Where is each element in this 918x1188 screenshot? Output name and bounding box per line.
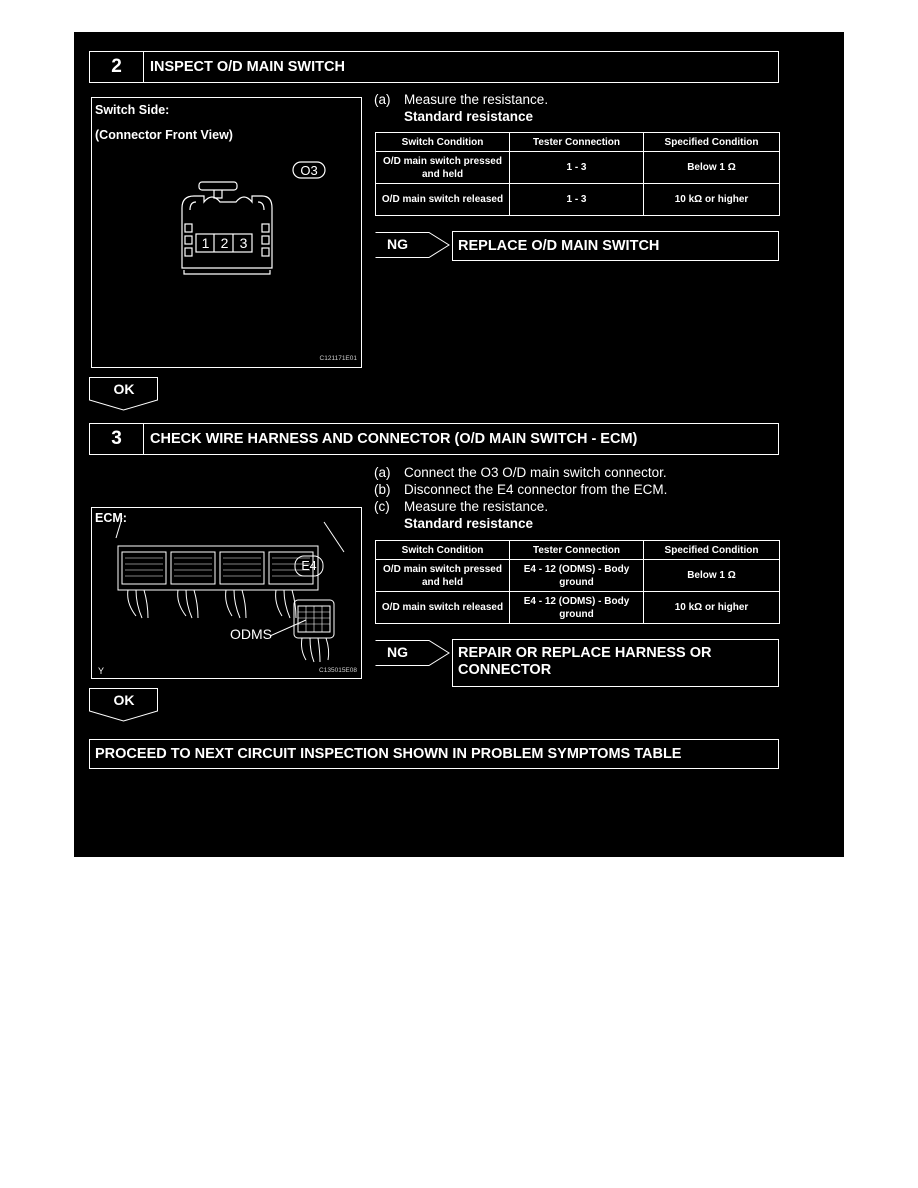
ok-arrow-step-3: OK — [89, 688, 159, 722]
pin-1: 1 — [201, 235, 210, 251]
ecm-connector-diagram: ECM: — [91, 507, 362, 679]
connector-front-view-label: (Connector Front View) — [95, 128, 233, 142]
table-header: Switch Condition — [375, 132, 510, 152]
table-cell: O/D main switch released — [375, 591, 510, 624]
ok-arrow-step-2: OK — [89, 377, 159, 411]
step-3-resistance-table: Switch Condition Tester Connection Speci… — [375, 540, 780, 624]
instruction-a-label: (a) — [374, 92, 391, 107]
table-header: Tester Connection — [509, 540, 644, 560]
o3-connector-id: O3 — [300, 163, 318, 178]
step-2-instruction: (a) Measure the resistance. Standard resi… — [374, 91, 548, 125]
step-3-title: CHECK WIRE HARNESS AND CONNECTOR (O/D MA… — [150, 431, 638, 447]
table-row: O/D main switch released 1 - 3 10 kΩ or … — [375, 183, 780, 216]
switch-side-label: Switch Side: — [95, 103, 170, 117]
odms-label: ODMS — [230, 626, 272, 642]
switch-connector-diagram: Switch Side: (Connector Front View) — [91, 97, 362, 368]
table-header: Specified Condition — [643, 132, 780, 152]
table-cell: O/D main switch pressed and held — [375, 559, 510, 592]
standard-resistance-heading: Standard resistance — [404, 516, 534, 531]
diagram-code: C135015E08 — [319, 667, 357, 674]
instruction-b-text: Disconnect the E4 connector from the ECM… — [404, 482, 668, 497]
replace-switch-box: REPLACE O/D MAIN SWITCH — [452, 231, 779, 261]
pin-3: 3 — [239, 235, 248, 251]
table-cell: O/D main switch pressed and held — [375, 151, 510, 184]
instruction-a-text: Connect the O3 O/D main switch connector… — [404, 465, 667, 480]
ok-arrow-icon — [89, 377, 158, 411]
step-2-title: INSPECT O/D MAIN SWITCH — [150, 59, 345, 75]
step-3-instructions: (a) Connect the O3 O/D main switch connec… — [374, 464, 667, 532]
table-cell: E4 - 12 (ODMS) - Body ground — [509, 559, 644, 592]
ng-arrow-icon — [375, 640, 450, 666]
step-3-number: 3 — [90, 424, 144, 454]
table-header: Specified Condition — [643, 540, 780, 560]
ok-label: OK — [113, 381, 135, 397]
table-cell: 1 - 3 — [509, 183, 644, 216]
ecm-label: ECM: — [95, 511, 127, 525]
step-2-number: 2 — [90, 52, 144, 82]
table-header-row: Switch Condition Tester Connection Speci… — [375, 132, 780, 152]
table-cell: O/D main switch released — [375, 183, 510, 216]
table-cell: Below 1 Ω — [643, 559, 780, 592]
step-3-header: 3 CHECK WIRE HARNESS AND CONNECTOR (O/D … — [89, 423, 779, 455]
table-cell: 1 - 3 — [509, 151, 644, 184]
ng-arrow-icon — [375, 232, 450, 258]
table-cell: E4 - 12 (ODMS) - Body ground — [509, 591, 644, 624]
instruction-c-text: Measure the resistance. — [404, 499, 549, 514]
step-2-resistance-table: Switch Condition Tester Connection Speci… — [375, 132, 780, 216]
table-header-row: Switch Condition Tester Connection Speci… — [375, 540, 780, 560]
ng-indicator: NG — [375, 232, 453, 258]
step-2-header: 2 INSPECT O/D MAIN SWITCH — [89, 51, 779, 83]
instruction-a-label: (a) — [374, 465, 391, 480]
table-row: O/D main switch pressed and held E4 - 12… — [375, 559, 780, 592]
table-cell: 10 kΩ or higher — [643, 591, 780, 624]
repair-harness-box: REPAIR OR REPLACE HARNESS OR CONNECTOR — [452, 639, 779, 687]
standard-resistance-heading: Standard resistance — [404, 109, 534, 124]
table-cell: 10 kΩ or higher — [643, 183, 780, 216]
diagram-code: C121171E01 — [319, 355, 357, 362]
pin-2: 2 — [220, 235, 229, 251]
ng-indicator: NG — [375, 640, 453, 666]
table-header: Tester Connection — [509, 132, 644, 152]
procedure-panel: 2 INSPECT O/D MAIN SWITCH Switch Side: (… — [74, 32, 844, 857]
ecm-drawing — [115, 517, 345, 663]
instruction-c-label: (c) — [374, 499, 390, 514]
ok-label: OK — [113, 692, 135, 708]
o3-connector-drawing — [181, 161, 326, 275]
table-cell: Below 1 Ω — [643, 151, 780, 184]
ng-label: NG — [387, 644, 408, 660]
table-row: O/D main switch pressed and held 1 - 3 B… — [375, 151, 780, 184]
e4-connector-id: E4 — [301, 559, 317, 573]
proceed-next-inspection-box: PROCEED TO NEXT CIRCUIT INSPECTION SHOWN… — [89, 739, 779, 769]
table-row: O/D main switch released E4 - 12 (ODMS) … — [375, 591, 780, 624]
instruction-a-text: Measure the resistance. — [404, 92, 549, 107]
ok-arrow-icon — [89, 688, 158, 722]
ng-label: NG — [387, 236, 408, 252]
instruction-b-label: (b) — [374, 482, 391, 497]
diagram-corner-label: Y — [98, 666, 105, 676]
table-header: Switch Condition — [375, 540, 510, 560]
